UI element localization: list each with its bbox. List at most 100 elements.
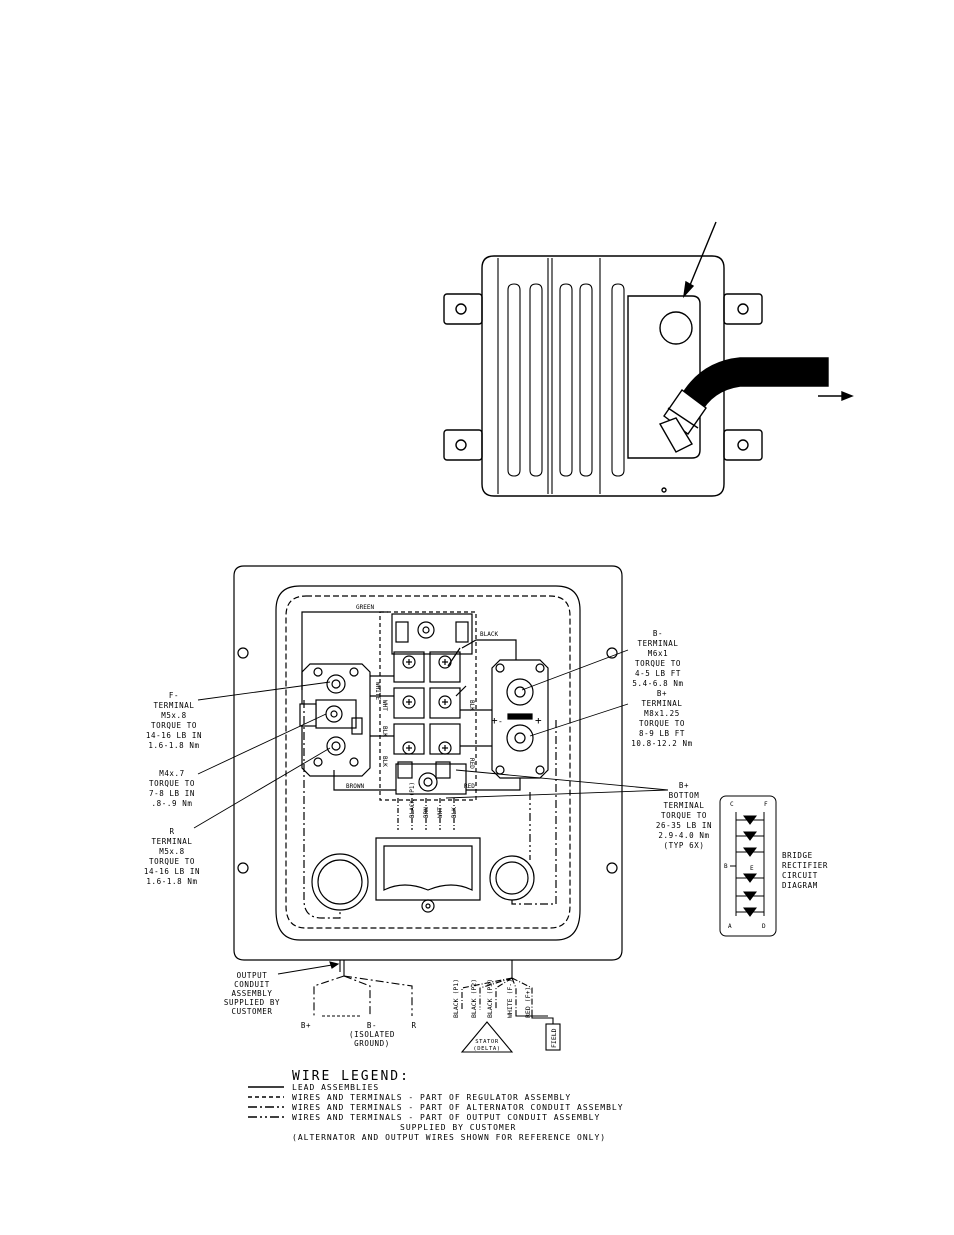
bridge-label-c: C (730, 801, 734, 808)
legend-item-1: LEAD ASSEMBLIES (292, 1083, 379, 1092)
legend-title: WIRE LEGEND: (292, 1069, 410, 1084)
callout-m4-line-1: M4x.7 (159, 769, 185, 778)
callout-f-minus-line-6: 1.6-1.8 Nm (148, 741, 199, 750)
b-plus-terminal (506, 724, 534, 752)
wiring-panel: GREEN (233, 565, 623, 961)
callout-b-plus-line-4: TORQUE TO (639, 719, 685, 728)
output-conduit (679, 357, 829, 416)
alt-wire-label-4: WHITE (F-) (506, 979, 514, 1018)
legend-item-2: WIRES AND TERMINALS - PART OF REGULATOR … (292, 1093, 571, 1102)
callout-r-terminal-line-5: 14-16 LB IN (144, 867, 200, 876)
label-blk-3: BLK (468, 700, 475, 711)
housing-body (481, 255, 725, 497)
label-red-short: RED (468, 758, 475, 769)
b-plus-bottom-terminal (418, 772, 438, 792)
field-label: FIELD (550, 1028, 558, 1048)
bridge-label-e: E (750, 865, 754, 872)
callout-b-plus-bottom-line-5: 26-35 LB IN (656, 821, 712, 830)
label-wht: WHT (381, 700, 388, 711)
alt-wire-label-2: BLACK (P2) (470, 979, 478, 1018)
label-brown: BROWN (346, 783, 364, 790)
callout-leaders (193, 649, 669, 829)
alternator-conduit-assembly (460, 960, 561, 1053)
bridge-label-f: F (764, 801, 768, 808)
alternator-text: BLACK (P1)BLACK (P2)BLACK (P3)WHITE (F-)… (452, 979, 558, 1052)
output-b-minus-line-1: B- (367, 1021, 377, 1030)
callout-b-plus-bottom-line-7: (TYP 6X) (664, 841, 705, 850)
bridge-label-b: B (724, 863, 728, 870)
callout-r-terminal-line-6: 1.6-1.8 Nm (146, 877, 197, 886)
legend-note: (ALTERNATOR AND OUTPUT WIRES SHOWN FOR R… (292, 1133, 606, 1142)
label-brn: BRN (423, 807, 430, 818)
callout-m4-line-4: .8-.9 Nm (152, 799, 193, 808)
output-assembly-line-4: SUPPLIED BY (224, 998, 280, 1007)
bridge-caption-line-4: DIAGRAM (782, 881, 818, 890)
output-conduit-hole (311, 853, 369, 911)
legend-item-3: WIRES AND TERMINALS - PART OF ALTERNATOR… (292, 1103, 624, 1112)
stator-label-line-1: STATOR (475, 1039, 499, 1045)
regulator-module (375, 837, 481, 901)
callout-f-minus-line-3: M5x.8 (161, 711, 187, 720)
label-wht-2: WHT (437, 807, 444, 818)
output-assembly-line-2: CONDUIT (234, 980, 270, 989)
bridge-rectifier-diagram: C F B E A D (719, 795, 777, 937)
callout-b-plus-bottom-line-2: BOTTOM (669, 791, 700, 800)
label-green: GREEN (356, 604, 374, 611)
rectifier-stack (391, 613, 473, 795)
callout-r-terminal-line-1: R (169, 827, 174, 836)
housing-cover (627, 295, 701, 459)
wire-green (301, 611, 388, 690)
wire-black (461, 639, 517, 660)
battery-terminal-block: - + + (491, 659, 549, 779)
output-b-plus-line-1: B+ (301, 1021, 311, 1030)
bridge-caption-line-2: RECTIFIER (782, 861, 828, 870)
callout-b-plus-line-1: B+ (657, 689, 667, 698)
mount-ear-bottom-right (723, 429, 763, 461)
bridge-label-d: D (762, 923, 766, 930)
alt-wire-label-3: BLACK (P3) (486, 979, 494, 1018)
callout-b-minus-line-6: 5.4-6.8 Nm (632, 679, 683, 688)
bridge-caption-line-3: CIRCUIT (782, 871, 818, 880)
plus-mark: + (535, 714, 542, 727)
regulator-boundary (379, 611, 477, 801)
callout-f-minus-line-1: F- (169, 691, 179, 700)
callout-f-minus-line-2: TERMINAL (154, 701, 195, 710)
mount-ear-top-left (443, 293, 483, 325)
callout-b-plus-line-5: 8-9 LB FT (639, 729, 685, 738)
plus-mark-left: + (491, 714, 498, 727)
output-conduit-assembly (277, 960, 413, 1017)
callout-b-plus-bottom-line-4: TORQUE TO (661, 811, 707, 820)
pointer-arrowhead (682, 280, 695, 299)
legend-item-4: WIRES AND TERMINALS - PART OF OUTPUT CON… (292, 1113, 600, 1122)
callout-b-minus-line-5: 4-5 LB FT (635, 669, 681, 678)
callout-m4-line-3: 7-8 LB IN (149, 789, 195, 798)
alt-wire-label-5: RED (F+) (524, 987, 532, 1018)
m4-screw (325, 705, 343, 723)
callout-b-plus-line-2: TERMINAL (642, 699, 683, 708)
plug-hole (659, 311, 693, 345)
output-assembly-line-3: ASSEMBLY (232, 989, 273, 998)
stator-label-line-2: (DELTA) (473, 1046, 500, 1052)
callout-f-minus-line-5: 14-16 LB IN (146, 731, 202, 740)
wire-red (466, 778, 521, 791)
callout-f-minus-line-4: TORQUE TO (151, 721, 197, 730)
wire-brown (333, 770, 396, 791)
cooling-fins (497, 258, 625, 494)
callout-b-plus-line-3: M8x1.25 (644, 709, 680, 718)
label-blk-2: BLK (381, 756, 388, 767)
callout-b-minus-line-1: B- (653, 629, 663, 638)
output-isolated-line-2: GROUND) (354, 1039, 390, 1048)
panel-flange (233, 565, 623, 961)
callout-r-terminal-line-4: TORQUE TO (149, 857, 195, 866)
f-minus-terminal (326, 674, 346, 694)
stator-delta-symbol (460, 1021, 514, 1053)
callout-b-plus-bottom-line-6: 2.9-4.0 Nm (658, 831, 709, 840)
label-black: BLACK (480, 631, 498, 638)
wire-legend (248, 1086, 284, 1118)
label-white: WHITE (374, 682, 381, 700)
label-red: RED (464, 783, 475, 790)
